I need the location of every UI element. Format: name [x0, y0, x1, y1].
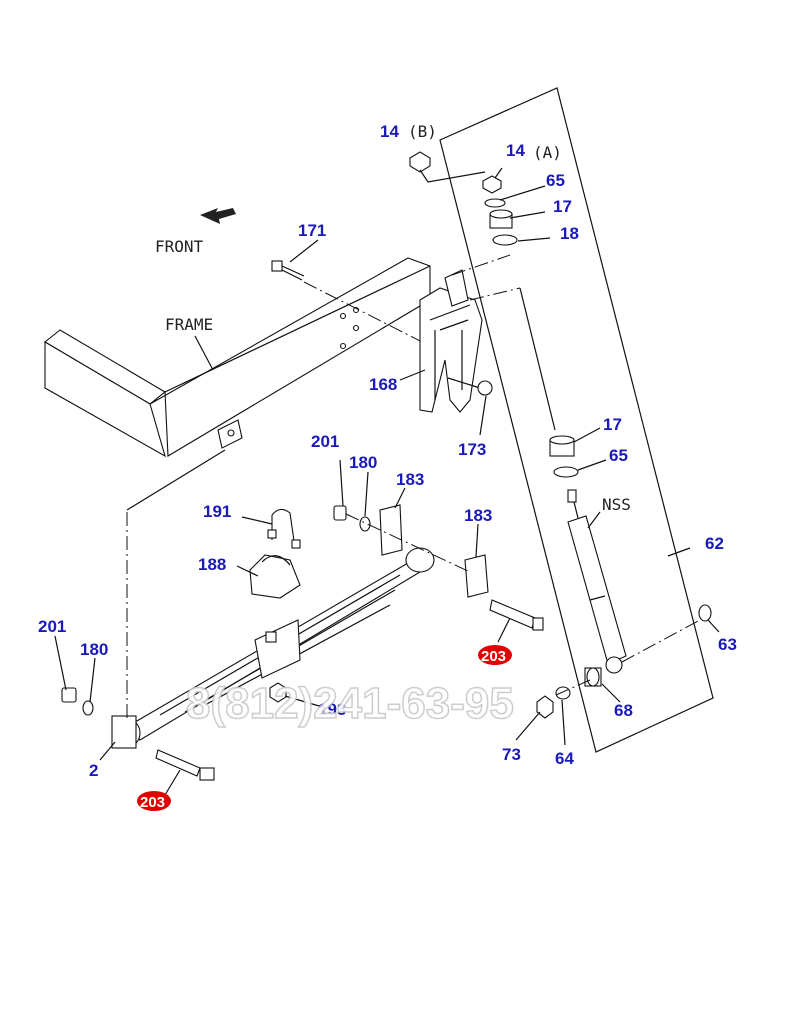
bolt-203-right [489, 599, 544, 631]
part-number-183-left[interactable]: 183 [396, 470, 424, 489]
part-number-65-mid[interactable]: 65 [609, 446, 628, 465]
part-number-64[interactable]: 64 [555, 749, 574, 768]
part-number-173[interactable]: 173 [458, 440, 486, 459]
part-number-180-left[interactable]: 180 [80, 640, 108, 659]
front-arrow-icon [200, 208, 236, 224]
washer-65-mid [553, 466, 579, 478]
part-number-203-left-badge[interactable]: 203 [137, 791, 171, 811]
nut-201-left [61, 687, 77, 703]
plate-183-left [379, 504, 403, 556]
part-number-17-mid[interactable]: 17 [603, 415, 622, 434]
washer-180-top [359, 516, 371, 532]
bushing-17-mid [549, 435, 575, 457]
frame-label: FRAME [165, 315, 213, 334]
saddle-188 [249, 554, 301, 599]
bolt-203-left [155, 749, 215, 781]
part-number-203-right[interactable]: 203 [481, 648, 506, 665]
bushing-68 [584, 667, 602, 687]
front-label: FRONT [155, 237, 204, 256]
part-number-201-left[interactable]: 201 [38, 617, 66, 636]
nut-201-top [333, 505, 347, 521]
nut-73 [536, 695, 554, 719]
bolt-171 [271, 260, 305, 281]
washer-63 [698, 604, 712, 622]
variant-b-label: (B) [408, 122, 437, 141]
bracket-168 [419, 269, 483, 413]
part-number-180-top[interactable]: 180 [349, 453, 377, 472]
shock-absorber [567, 489, 627, 674]
part-number-63[interactable]: 63 [718, 635, 737, 654]
part-number-183-right[interactable]: 183 [464, 506, 492, 525]
part-number-62[interactable]: 62 [705, 534, 724, 553]
u-bolt-191 [267, 508, 301, 549]
nut-173 [477, 380, 493, 396]
variant-a-label: (A) [533, 143, 562, 162]
nut-193 [269, 682, 287, 703]
nss-label: NSS [602, 495, 631, 514]
part-number-168[interactable]: 168 [369, 375, 397, 394]
frame-rail [44, 257, 431, 458]
watermark-phone: 8(812)241-63-95 [186, 679, 514, 728]
part-number-201-top[interactable]: 201 [311, 432, 339, 451]
washer-180-left [82, 700, 94, 716]
assembly-outline [439, 87, 714, 753]
bushing-17-top [489, 209, 513, 229]
part-number-18[interactable]: 18 [560, 224, 579, 243]
nut-14-b [409, 151, 431, 173]
part-number-17-top[interactable]: 17 [553, 197, 572, 216]
leaf-spring [111, 547, 435, 749]
leader-lines [54, 167, 720, 796]
part-number-68[interactable]: 68 [614, 701, 633, 720]
part-number-193[interactable]: 193 [318, 700, 346, 719]
part-number-203-left[interactable]: 203 [140, 794, 165, 811]
part-number-14-a[interactable]: 14 [506, 141, 525, 160]
part-number-2[interactable]: 2 [89, 761, 98, 780]
part-number-73[interactable]: 73 [502, 745, 521, 764]
part-number-65-top[interactable]: 65 [546, 171, 565, 190]
washer-65-top [484, 198, 506, 208]
nut-14-a [482, 175, 502, 194]
part-number-188[interactable]: 188 [198, 555, 226, 574]
washer-64 [555, 686, 571, 700]
part-number-14-b[interactable]: 14 [380, 122, 399, 141]
part-number-203-right-badge[interactable]: 203 [478, 645, 512, 665]
washer-18 [492, 234, 518, 246]
part-number-171[interactable]: 171 [298, 221, 326, 240]
part-number-191[interactable]: 191 [203, 502, 231, 521]
plate-183-right [464, 554, 489, 598]
